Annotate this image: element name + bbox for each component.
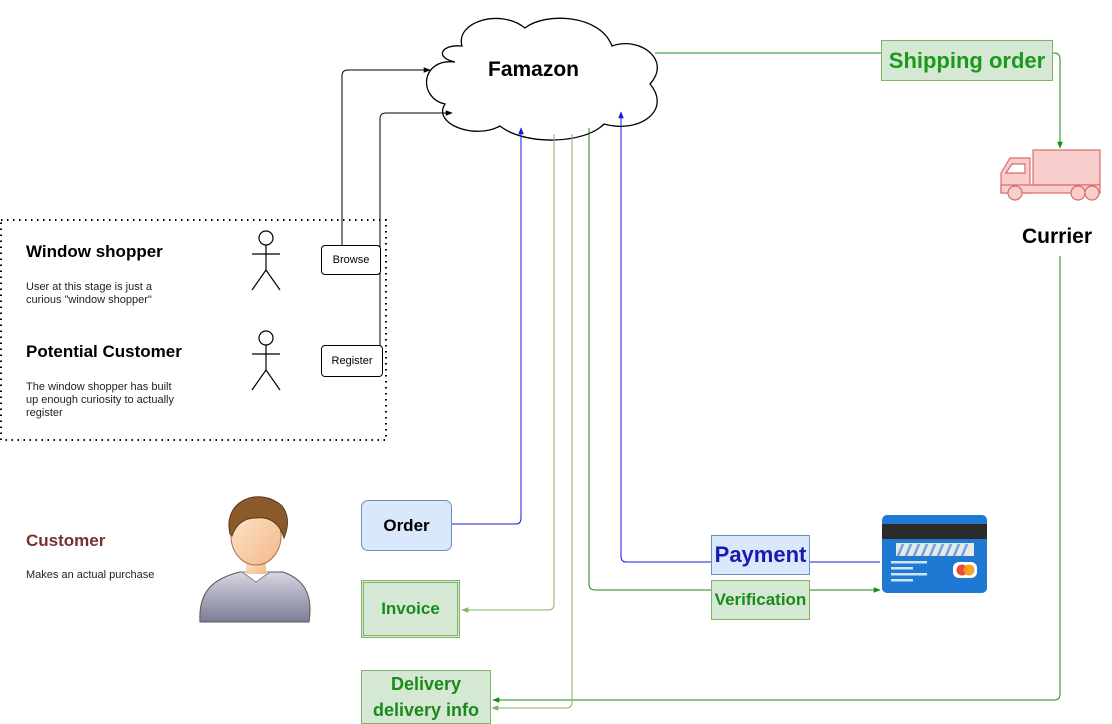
window-shopper-desc-line: User at this stage is just a bbox=[26, 281, 152, 293]
truck-icon bbox=[1000, 149, 1101, 201]
register-connector bbox=[379, 110, 453, 346]
payment-box[interactable]: Payment bbox=[711, 535, 810, 575]
invoice-label: Invoice bbox=[381, 599, 440, 618]
window-shopper-title: Window shopper bbox=[26, 242, 163, 261]
potential-customer-desc-line: The window shopper has built bbox=[26, 381, 172, 393]
invoice-connector bbox=[461, 134, 555, 613]
delivery-box[interactable]: Delivery delivery info bbox=[361, 670, 491, 724]
customer-description: Makes an actual purchase bbox=[26, 569, 155, 581]
browse-connector bbox=[341, 67, 431, 245]
delivery-info-connector bbox=[491, 134, 573, 711]
potential-customer-title: Potential Customer bbox=[26, 342, 182, 361]
order-label: Order bbox=[383, 515, 430, 535]
stick-figure-icon bbox=[251, 330, 281, 391]
payment-connector bbox=[618, 111, 880, 563]
carrier-label: Currier bbox=[1022, 225, 1093, 248]
verification-box[interactable]: Verification bbox=[711, 580, 810, 620]
famazon-label: Famazon bbox=[488, 58, 580, 81]
shipping-connector bbox=[655, 52, 1063, 149]
shipping-order-box: Shipping order bbox=[881, 40, 1053, 81]
person-avatar-icon bbox=[199, 496, 311, 623]
customer-title: Customer bbox=[26, 531, 106, 550]
verification-connector bbox=[588, 128, 881, 593]
carrier-delivery-connector bbox=[492, 256, 1061, 703]
register-button[interactable]: Register bbox=[321, 345, 383, 377]
window-shopper-description: User at this stage is just a curious "wi… bbox=[26, 281, 152, 307]
delivery-info-label: delivery info bbox=[372, 700, 480, 720]
famazon-cloud bbox=[425, 17, 658, 141]
verification-label: Verification bbox=[714, 590, 807, 609]
stick-figure-icon bbox=[251, 230, 281, 291]
payment-label: Payment bbox=[714, 542, 807, 567]
stages-group bbox=[0, 219, 387, 441]
potential-customer-desc-line: register bbox=[26, 407, 63, 419]
potential-customer-desc-line: up enough curiosity to actually bbox=[26, 394, 174, 406]
order-connector bbox=[452, 127, 524, 525]
delivery-label: Delivery bbox=[390, 674, 462, 694]
browse-button[interactable]: Browse bbox=[321, 245, 381, 275]
invoice-box[interactable]: Invoice bbox=[361, 580, 460, 638]
credit-card-icon bbox=[882, 515, 987, 593]
shipping-order-label: Shipping order bbox=[888, 47, 1046, 73]
window-shopper-desc-line: curious "window shopper" bbox=[26, 294, 152, 306]
potential-customer-description: The window shopper has built up enough c… bbox=[26, 381, 174, 420]
order-box[interactable]: Order bbox=[361, 500, 452, 551]
